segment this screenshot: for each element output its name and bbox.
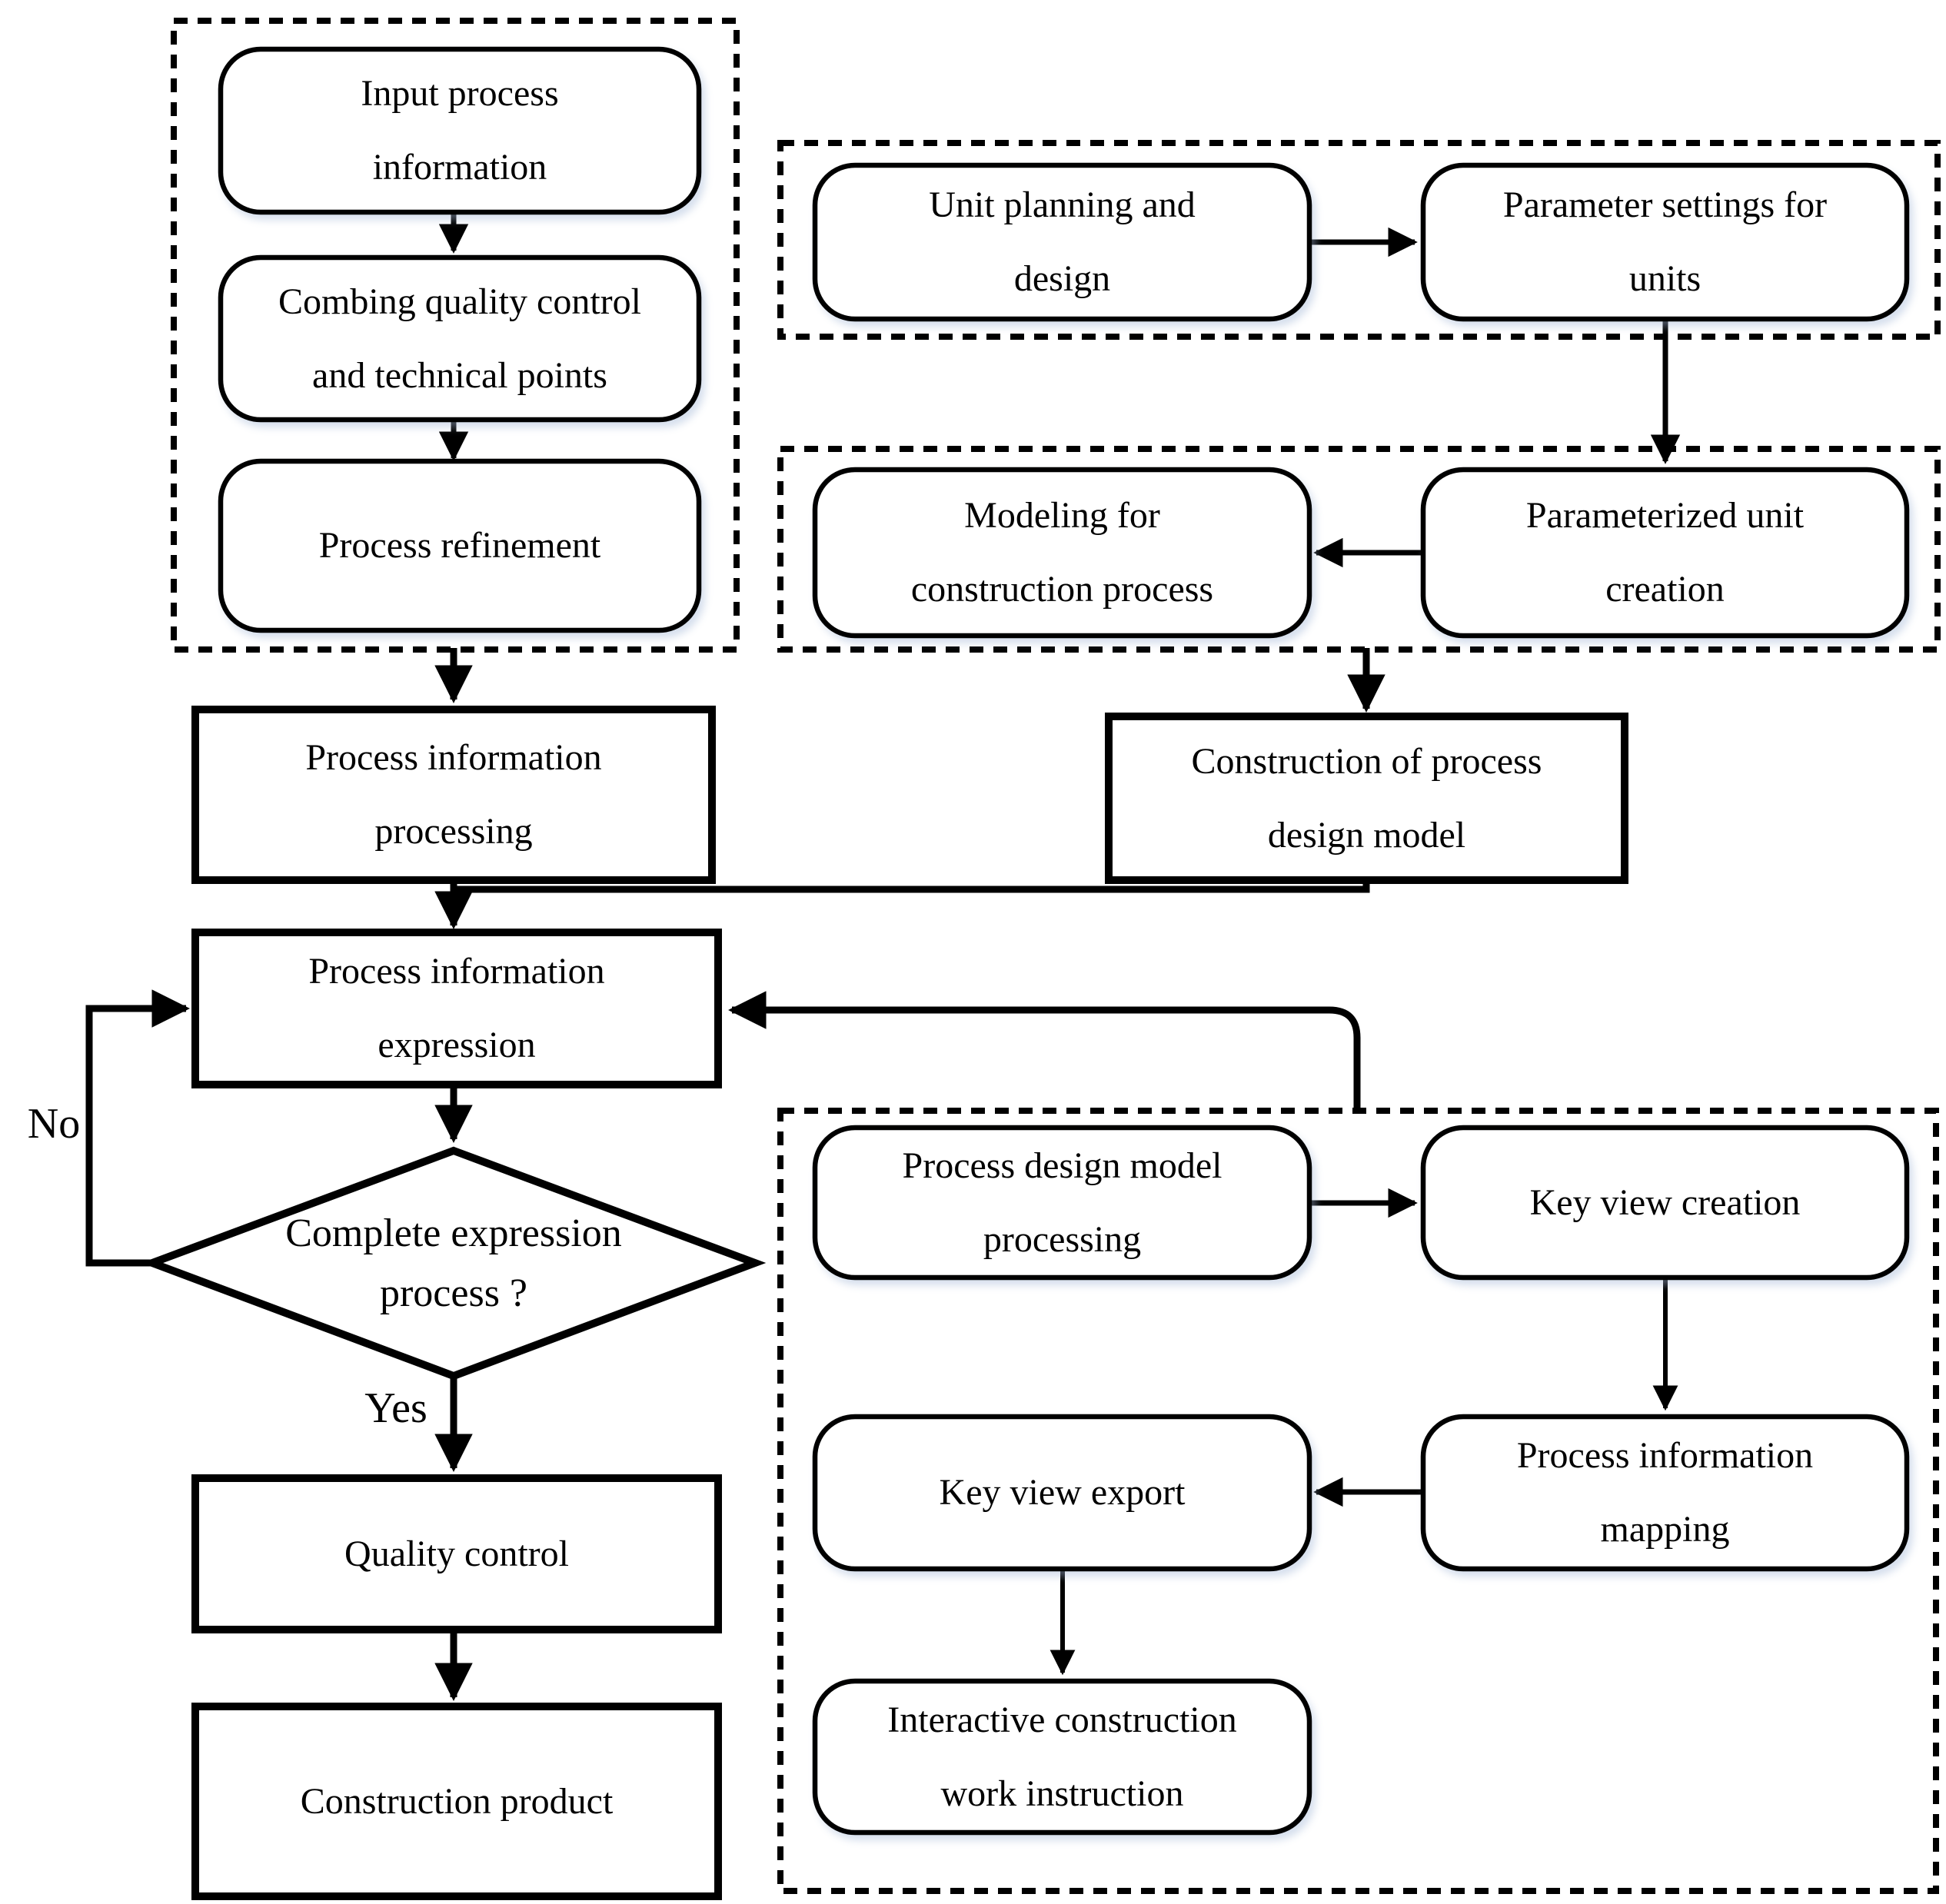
node-process-information-expression bbox=[191, 929, 722, 1088]
arrow-no-loop-to-expression bbox=[85, 989, 190, 1267]
node-combing-quality-control bbox=[218, 254, 702, 423]
group-process-modeling bbox=[777, 446, 1941, 653]
arrow-keyview-group-to-expression bbox=[728, 991, 1361, 1109]
group-unit-planning bbox=[777, 140, 1941, 340]
node-parameterized-unit-creation bbox=[1420, 467, 1910, 639]
node-process-information-mapping bbox=[1420, 1414, 1910, 1572]
node-complete-expression-decision bbox=[141, 1146, 767, 1381]
node-unit-planning-and-design bbox=[812, 162, 1312, 322]
node-key-view-export bbox=[812, 1414, 1312, 1572]
node-process-design-model-processing bbox=[812, 1125, 1312, 1281]
node-modeling-for-construction-process bbox=[812, 467, 1312, 639]
group-key-view-processing bbox=[777, 1108, 1939, 1894]
node-construction-of-process-design-model bbox=[1105, 713, 1628, 884]
node-construction-product bbox=[191, 1703, 722, 1900]
node-parameter-settings-for-units bbox=[1420, 162, 1910, 322]
node-interactive-construction-work-instruction bbox=[812, 1678, 1312, 1836]
node-key-view-creation bbox=[1420, 1125, 1910, 1281]
node-input-process-information bbox=[218, 46, 702, 215]
node-process-information-processing bbox=[191, 706, 716, 884]
node-process-refinement bbox=[218, 458, 702, 633]
node-quality-control bbox=[191, 1474, 722, 1633]
